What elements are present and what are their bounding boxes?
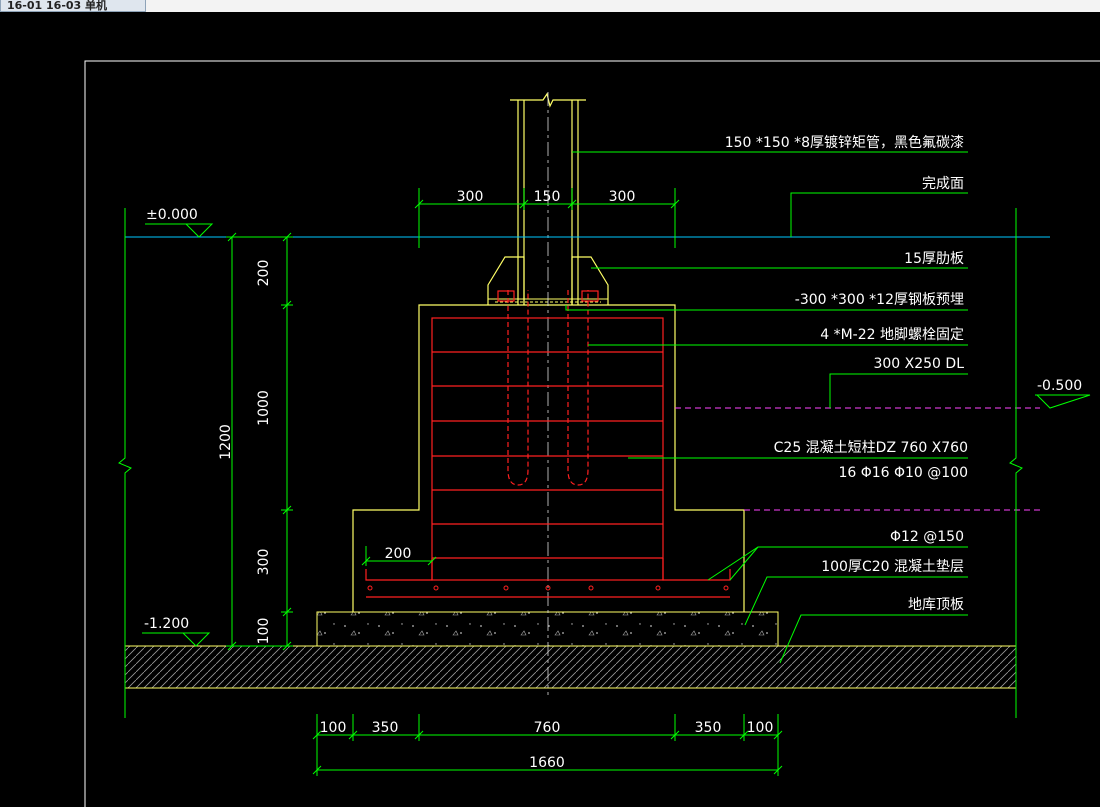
drawing-tab[interactable]: 16-01 16-03 单机: [0, 0, 146, 12]
label-steel-plate: -300 *300 *12厚钢板预埋: [795, 292, 964, 308]
label-slab: 地库顶板: [908, 597, 964, 613]
dim-v-1200: 1200: [218, 424, 234, 460]
label-beam: 300 X250 DL: [873, 356, 964, 372]
level-mark-bottom: -1.200: [142, 616, 211, 647]
label-column-rebar: 16 Φ16 Φ10 @100: [838, 465, 968, 481]
label-anchor-bolt: 4 *M-22 地脚螺栓固定: [820, 327, 964, 343]
dim-v-300: 300: [256, 549, 272, 576]
svg-text:±0.000: ±0.000: [146, 207, 198, 223]
level-mark-top: ±0.000: [145, 207, 214, 238]
vertical-dimensions: [226, 232, 293, 651]
svg-text:-0.500: -0.500: [1037, 378, 1082, 394]
break-lines: [118, 208, 1023, 718]
concrete-cushion: [316, 611, 779, 647]
basement-roof-slab: [124, 645, 1017, 689]
label-cushion: 100厚C20 混凝土垫层: [821, 559, 964, 575]
tab-strip: [0, 0, 1100, 12]
dim-v-100: 100: [256, 618, 272, 645]
level-mark-mid: -0.500: [1035, 378, 1091, 409]
label-finish: 完成面: [922, 176, 964, 192]
dim-step-200: 200: [385, 546, 412, 562]
bottom-dimensions: [312, 714, 783, 776]
label-tube: 150 *150 *8厚镀锌矩管，黑色氟碳漆: [725, 134, 964, 151]
dim-top-300-right: 300: [609, 189, 636, 205]
dim-b-760: 760: [534, 720, 561, 736]
top-dimensions: [414, 188, 680, 248]
dim-b-1660: 1660: [529, 755, 565, 771]
dim-top-150: 150: [534, 189, 561, 205]
svg-text:-1.200: -1.200: [144, 616, 189, 632]
dim-b-350-left: 350: [372, 720, 399, 736]
leader-lines: [565, 151, 968, 664]
dim-top-300-left: 300: [457, 189, 484, 205]
dim-b-350-right: 350: [695, 720, 722, 736]
label-column: C25 混凝土短柱DZ 760 X760: [774, 440, 968, 456]
dim-v-1000: 1000: [256, 390, 272, 426]
dim-b-100-right: 100: [747, 720, 774, 736]
rebar-cage: [365, 290, 731, 598]
bottom-rebar-dots: [367, 585, 729, 591]
drawing-frame: [84, 60, 1100, 807]
dim-b-100-left: 100: [320, 720, 347, 736]
step-dimension: [361, 546, 437, 566]
label-bottom-rebar: Φ12 @150: [890, 529, 964, 545]
dim-v-200: 200: [256, 260, 272, 287]
label-rib-plate: 15厚肋板: [904, 251, 964, 267]
